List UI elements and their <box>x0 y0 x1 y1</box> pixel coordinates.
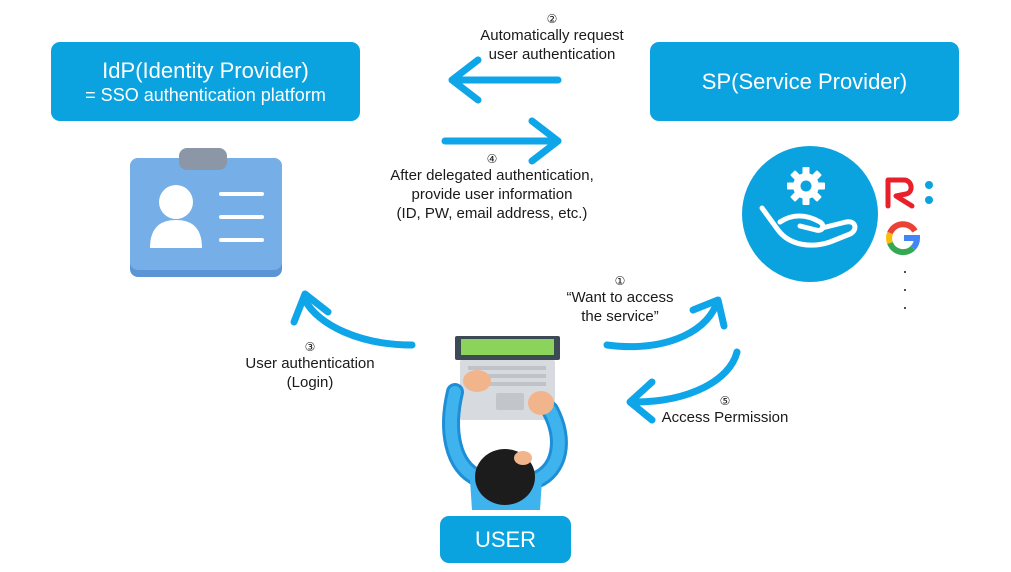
step4-line: After delegated authentication, <box>390 167 594 184</box>
dot: · <box>902 279 908 299</box>
step5-number: ⑤ <box>719 394 731 408</box>
step4-number: ④ <box>486 152 498 166</box>
more-services-dots: · · · <box>898 262 912 316</box>
step3-number: ③ <box>304 340 316 354</box>
user-box: USER <box>440 516 571 563</box>
step1-line: the service” <box>581 308 659 325</box>
google-logo-icon <box>886 221 920 256</box>
step3-label: ③ User authentication (Login) <box>220 340 400 392</box>
step1-label: ① “Want to access the service” <box>540 274 700 326</box>
arrow-step5-icon <box>626 348 741 424</box>
step5-line: Access Permission <box>661 409 789 426</box>
user-label: USER <box>474 526 537 552</box>
idp-box: IdP(Identity Provider) = SSO authenticat… <box>51 42 360 121</box>
dot: · <box>902 261 908 281</box>
sp-title: SP(Service Provider) <box>701 68 908 94</box>
dot: · <box>902 297 908 317</box>
step2-label: ② Automatically request user authenticat… <box>452 12 652 64</box>
rakuten-logo-icon <box>885 177 933 209</box>
step2-number: ② <box>546 12 558 26</box>
arrow-step4-icon <box>441 117 562 165</box>
step5-label: ⑤ Access Permission <box>645 394 805 427</box>
service-hand-gear-icon <box>742 146 878 282</box>
step1-number: ① <box>614 274 626 288</box>
step3-line: User authentication <box>245 355 375 372</box>
step2-line: user authentication <box>488 46 616 63</box>
step4-label: ④ After delegated authentication, provid… <box>362 152 622 223</box>
step1-line: “Want to access <box>566 289 674 306</box>
idp-title: IdP(Identity Provider) <box>102 57 309 83</box>
step4-line: (ID, PW, email address, etc.) <box>396 205 588 222</box>
arrow-step2-icon <box>448 56 562 104</box>
step3-line: (Login) <box>286 374 334 391</box>
sp-box: SP(Service Provider) <box>650 42 959 121</box>
idp-subtitle: = SSO authentication platform <box>85 84 326 105</box>
arrow-step1-icon <box>603 296 728 351</box>
arrow-step3-icon <box>290 290 416 349</box>
step4-line: provide user information <box>411 186 573 203</box>
user-laptop-illustration <box>442 336 568 510</box>
id-card-icon <box>130 148 282 277</box>
step2-line: Automatically request <box>480 27 624 44</box>
